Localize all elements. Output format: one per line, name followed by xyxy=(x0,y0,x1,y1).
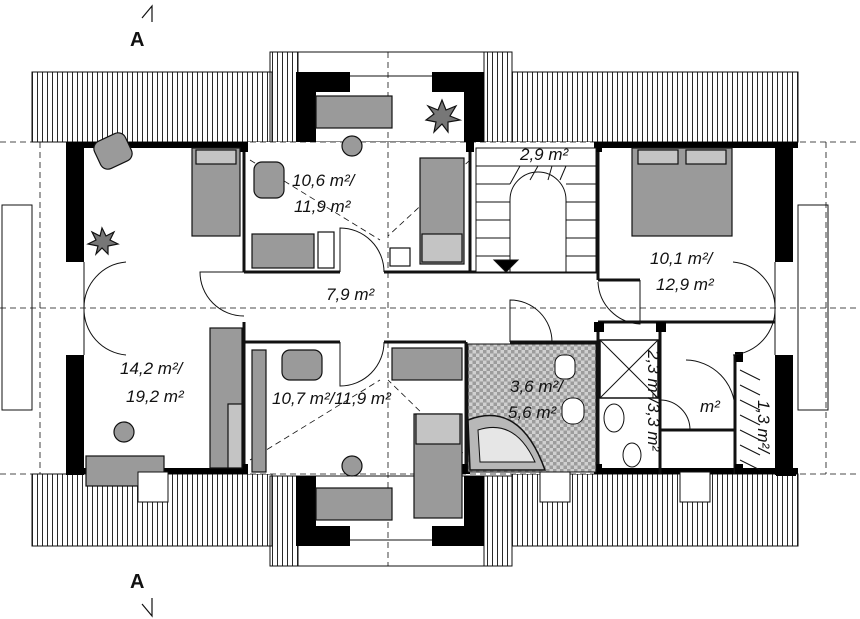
interior-walls xyxy=(242,142,775,474)
plant-icon xyxy=(86,98,463,256)
dormer-roof-tr xyxy=(483,51,513,143)
side-bay-east xyxy=(797,204,829,411)
cabinet-study-n xyxy=(251,233,315,269)
dormer-roof-tl xyxy=(269,51,299,143)
area-study-n: 11,9 m² xyxy=(294,197,352,216)
label-hall: 7,9 m² xyxy=(326,285,376,304)
area-labels: 10,6 m²/ 11,9 m² 2,9 m² 10,1 m²/ 12,9 m²… xyxy=(120,145,773,455)
armchair-study-n xyxy=(253,161,285,199)
doors xyxy=(83,227,776,431)
label-bathroom: 3,6 m²/ xyxy=(510,377,565,396)
roof-top-right xyxy=(511,71,799,143)
label-closet: 1,3 m²/ xyxy=(754,400,773,455)
area-bedroom-sw: 19,2 m² xyxy=(126,387,185,406)
area-bedroom-ne: 12,9 m² xyxy=(656,275,715,294)
area-closet: m² xyxy=(700,397,721,416)
bathroom xyxy=(467,339,659,473)
label-study-n: 10,6 m²/ xyxy=(292,171,357,190)
label-stair: 2,9 m² xyxy=(519,145,570,164)
armchair-nw xyxy=(93,132,133,170)
side-bay-west xyxy=(1,204,33,411)
dresser-study-s xyxy=(391,347,463,381)
desk-study-s xyxy=(315,487,393,521)
desk-study-n xyxy=(315,95,393,129)
furniture xyxy=(85,95,733,521)
label-study-s: 10,7 m²/11,9 m² xyxy=(272,389,392,408)
label-wc: 2,3 m²/3,3 m² xyxy=(644,349,663,452)
section-mark-bottom: A xyxy=(130,571,153,618)
cabinet-study-s xyxy=(251,349,267,473)
area-bathroom: 5,6 m² xyxy=(508,403,558,422)
staircase xyxy=(475,147,597,273)
label-bedroom-ne: 10,1 m²/ xyxy=(650,249,715,268)
armchair-study-s xyxy=(281,349,323,381)
office-chairs xyxy=(113,135,363,477)
label-bedroom-sw: 14,2 m²/ xyxy=(120,359,185,378)
section-mark-top: A xyxy=(130,4,153,51)
svg-text:A: A xyxy=(130,29,144,51)
roof-top-left xyxy=(31,71,273,143)
dormer-roof-bl xyxy=(269,475,299,567)
svg-text:A: A xyxy=(130,571,144,593)
dormer-roof-br xyxy=(483,475,513,567)
